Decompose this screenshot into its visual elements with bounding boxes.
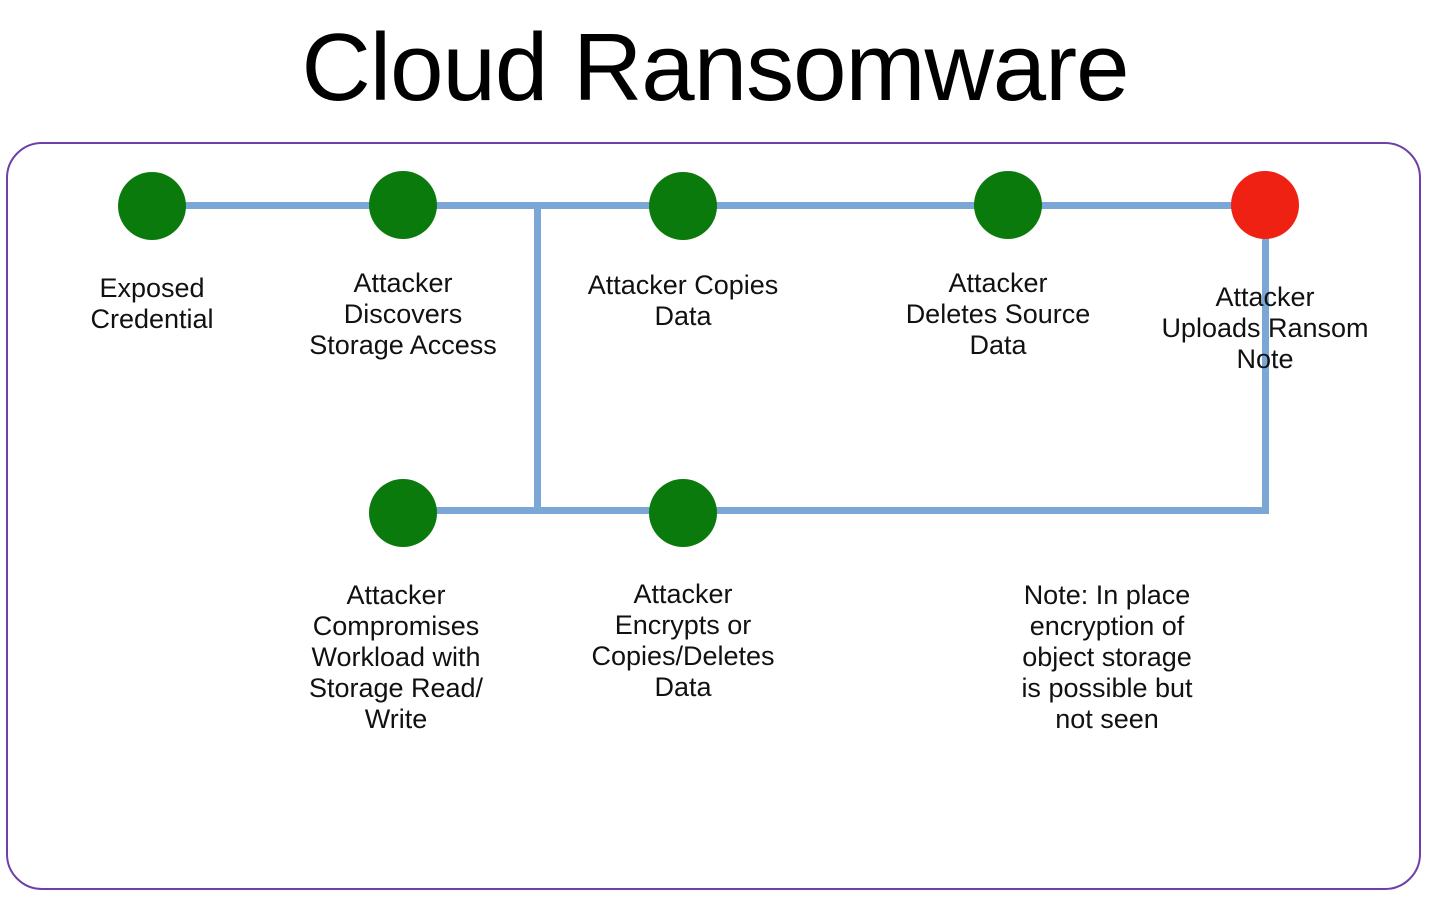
node-discovers-storage-access[interactable] bbox=[369, 171, 437, 239]
node-exposed-credential[interactable] bbox=[118, 172, 186, 240]
edge-branch-to-encrypts bbox=[534, 507, 654, 514]
label-uploads-ransom-note: Attacker Uploads Ransom Note bbox=[1161, 282, 1369, 374]
edge-workload-to-branch bbox=[434, 507, 540, 514]
edge-deletes-to-ransom-note bbox=[1040, 202, 1240, 209]
edge-ransom-note-vertical bbox=[1262, 228, 1269, 514]
edge-discovers-to-copies bbox=[436, 202, 686, 209]
label-exposed-credential: Exposed Credential bbox=[90, 273, 214, 334]
label-discovers-storage-access: Attacker Discovers Storage Access bbox=[309, 268, 497, 360]
note-in-place-encryption: Note: In place encryption of object stor… bbox=[1021, 580, 1193, 734]
node-encrypts-or-copies[interactable] bbox=[649, 479, 717, 547]
node-uploads-ransom-note[interactable] bbox=[1231, 171, 1299, 239]
node-copies-data[interactable] bbox=[649, 172, 717, 240]
diagram-frame bbox=[6, 142, 1421, 890]
edge-encrypts-to-ransom-riser bbox=[712, 507, 1269, 514]
page-title: Cloud Ransomware bbox=[301, 14, 1129, 121]
label-copies-data: Attacker Copies Data bbox=[587, 270, 779, 331]
edge-exposed-to-discovers bbox=[184, 202, 406, 209]
edge-copies-to-deletes bbox=[714, 202, 1010, 209]
node-deletes-source-data[interactable] bbox=[974, 171, 1042, 239]
label-deletes-source-data: Attacker Deletes Source Data bbox=[905, 268, 1091, 360]
node-compromises-workload[interactable] bbox=[369, 479, 437, 547]
label-encrypts-or-copies: Attacker Encrypts or Copies/Deletes Data bbox=[591, 579, 775, 702]
edge-branch-vertical-down bbox=[534, 202, 541, 514]
label-compromises-workload: Attacker Compromises Workload with Stora… bbox=[308, 580, 484, 734]
